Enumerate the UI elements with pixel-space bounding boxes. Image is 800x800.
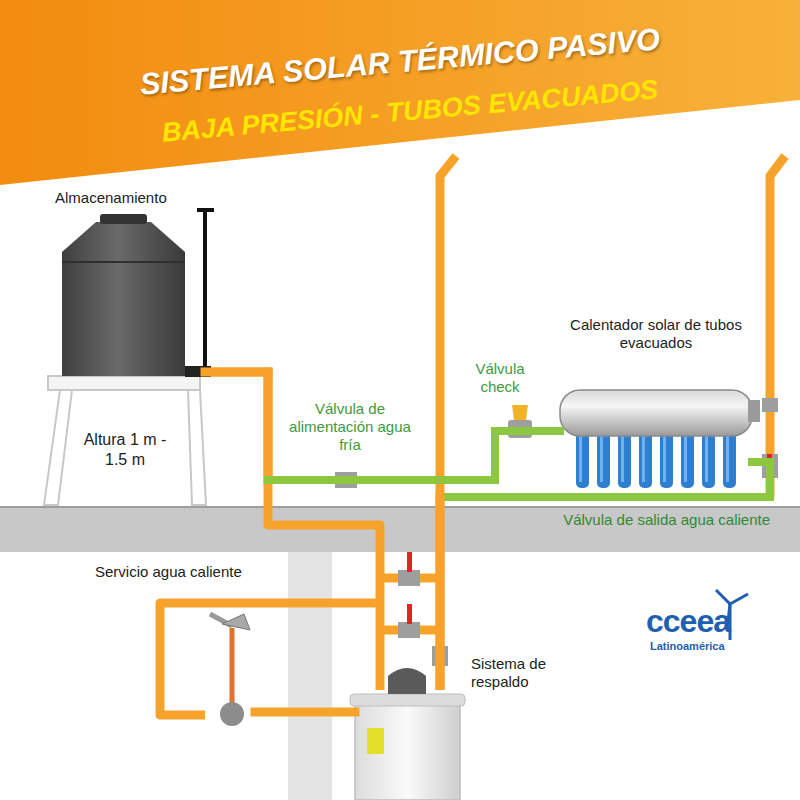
tube-highlight	[705, 436, 708, 482]
header-band	[0, 0, 800, 185]
pipe-segment	[440, 493, 770, 501]
collector-fitting	[748, 400, 760, 422]
storage-tank: AlmacenamientoAltura 1 m - 1.5 m	[45, 215, 205, 505]
backup-heater	[350, 668, 465, 800]
label: Válvula check	[455, 360, 545, 396]
column	[288, 552, 332, 800]
tube	[639, 428, 652, 488]
roof-slab	[0, 507, 800, 552]
heater-label-plate	[367, 728, 384, 754]
pipe-connector	[255, 712, 355, 713]
tube	[660, 428, 673, 488]
pipe-segment	[495, 427, 560, 435]
tube	[702, 428, 715, 488]
roof-edge	[0, 506, 800, 508]
tank-outlet-pipe	[210, 372, 268, 480]
gate-valve	[762, 398, 778, 412]
orange-pipes	[160, 156, 785, 715]
backup-heater: Sistema de respaldo	[355, 685, 460, 800]
gate-valve	[398, 604, 420, 638]
stand-leg	[44, 390, 72, 505]
tube	[576, 428, 589, 488]
pipe-segment	[766, 462, 774, 497]
shower: Servicio agua caliente	[205, 605, 255, 730]
tube-highlight	[726, 436, 729, 482]
tank-lid	[100, 214, 147, 224]
solar-collector: Calentador solar de tubos evacuados	[560, 388, 752, 490]
tube-highlight	[621, 436, 624, 482]
shower-riser	[230, 628, 235, 705]
storage-tank	[44, 210, 214, 505]
pipe-segment	[205, 368, 268, 377]
heater-flue	[388, 668, 426, 694]
tank-rib	[62, 261, 185, 263]
tank-vent	[203, 210, 207, 366]
vent-pipe	[440, 156, 456, 690]
edge-label: Válvula de alimentación agua fría	[280, 400, 420, 454]
solar-collector	[560, 390, 760, 488]
node-heading: Sistema de respaldo	[471, 655, 581, 691]
tube	[723, 428, 736, 488]
shower	[210, 614, 250, 726]
heater-body	[355, 700, 460, 800]
heater-rim	[350, 694, 465, 706]
tank-body	[62, 222, 185, 376]
pipe-segment	[264, 372, 273, 480]
node-text: Altura 1 m - 1.5 m	[75, 430, 175, 470]
tube-highlight	[642, 436, 645, 482]
vent-pipe	[770, 156, 785, 497]
service-pipe	[160, 603, 380, 715]
tank-vent	[197, 208, 214, 212]
tube	[681, 428, 694, 488]
pipe-connector	[440, 462, 770, 685]
label: Latinoamérica	[650, 640, 725, 652]
pipe-segment	[268, 476, 495, 484]
tube-highlight	[663, 436, 666, 482]
node-heading: Almacenamiento	[55, 189, 167, 206]
pipe-segment	[255, 708, 355, 717]
stand-leg	[188, 390, 206, 505]
shower-mixer	[220, 702, 244, 726]
pipe-segment	[436, 497, 445, 685]
tube-highlight	[600, 436, 603, 482]
evacuated-tubes	[576, 428, 736, 488]
tube-highlight	[579, 436, 582, 482]
shower-head	[222, 614, 250, 630]
pipe-segment	[491, 431, 499, 480]
tube	[597, 428, 610, 488]
node-heading: Calentador solar de tubos evacuados	[552, 316, 760, 352]
collector-tank	[560, 390, 752, 436]
label: cceea	[646, 604, 730, 638]
tube	[618, 428, 631, 488]
stand-top	[48, 376, 200, 390]
node-heading: Servicio agua caliente	[95, 563, 242, 580]
tube-highlight	[684, 436, 687, 482]
feed-pipe	[268, 480, 380, 690]
gate-valve	[398, 552, 420, 586]
label: Válvula de salida agua caliente	[560, 511, 770, 529]
